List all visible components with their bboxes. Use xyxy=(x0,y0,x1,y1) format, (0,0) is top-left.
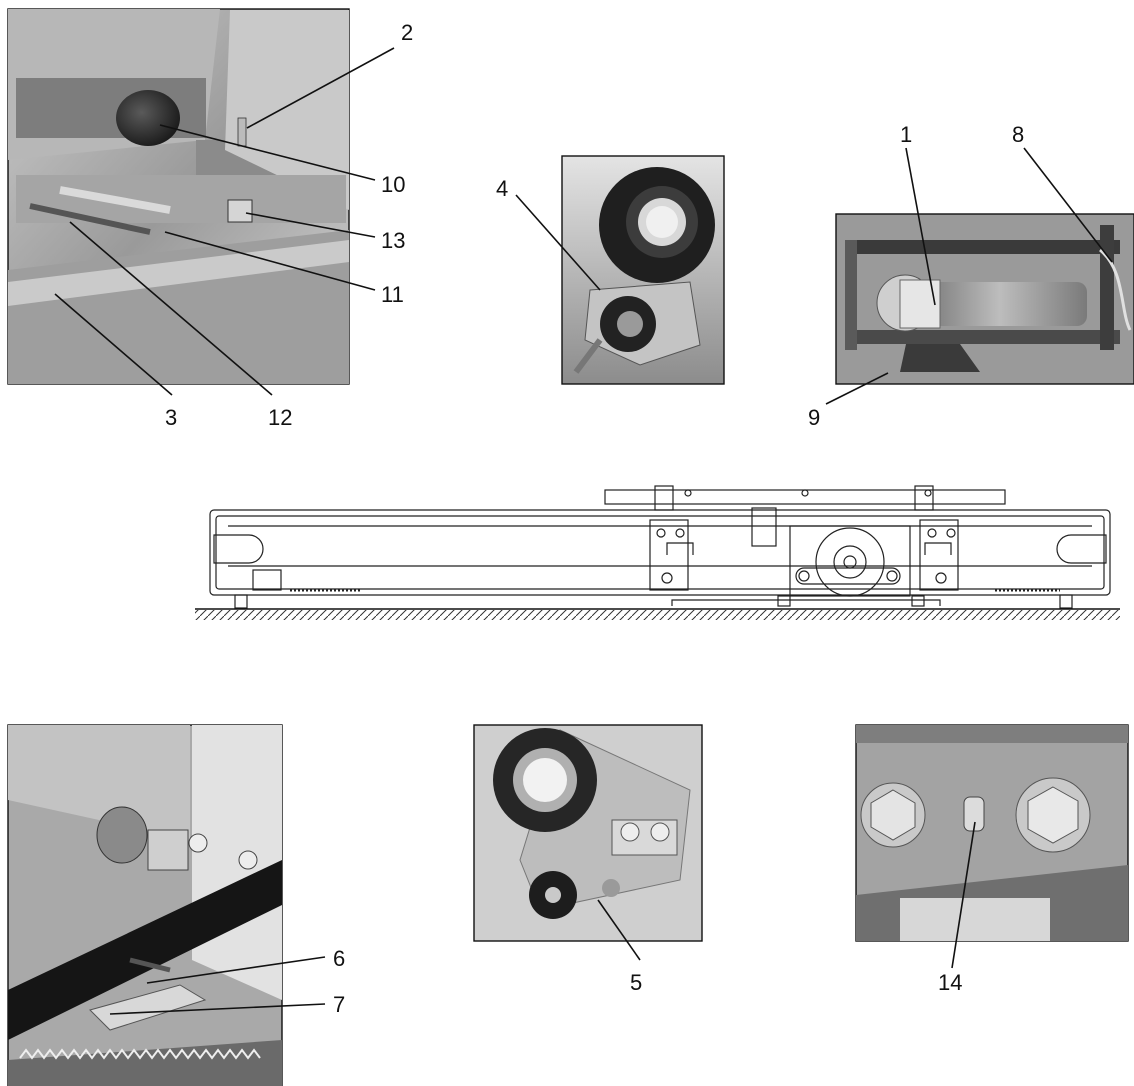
photo-carriage-detail xyxy=(7,8,350,385)
drive-motor-icon xyxy=(912,282,1087,326)
leader-lines xyxy=(54,47,1113,1015)
callout-6: 6 xyxy=(333,946,345,971)
photo-motor-unit xyxy=(835,213,1134,385)
callout-11: 11 xyxy=(381,282,404,307)
photo-rail-rack-detail xyxy=(7,724,283,1086)
callout-5: 5 xyxy=(630,970,642,995)
callout-2: 2 xyxy=(401,20,413,45)
drive-wheel-icon xyxy=(815,527,885,597)
callout-9: 9 xyxy=(808,405,820,430)
callout-8: 8 xyxy=(1012,122,1024,147)
callout-4: 4 xyxy=(496,176,508,201)
buffer-stop-icon xyxy=(116,90,180,146)
callout-14: 14 xyxy=(938,970,962,995)
callout-10: 10 xyxy=(381,172,405,197)
side-elevation-drawing xyxy=(195,485,1120,620)
callout-13: 13 xyxy=(381,228,405,253)
callout-1: 1 xyxy=(900,122,912,147)
ground-hatching xyxy=(195,610,1120,620)
photo-adjustment-screw xyxy=(855,724,1129,942)
photo-roller-assembly xyxy=(561,155,725,385)
photo-roller-bracket xyxy=(473,724,703,942)
callout-12: 12 xyxy=(268,405,292,430)
callout-7: 7 xyxy=(333,992,345,1017)
callout-3: 3 xyxy=(165,405,177,430)
callout-labels: 2 10 13 11 3 12 4 1 8 9 6 7 5 14 xyxy=(165,20,1024,1017)
